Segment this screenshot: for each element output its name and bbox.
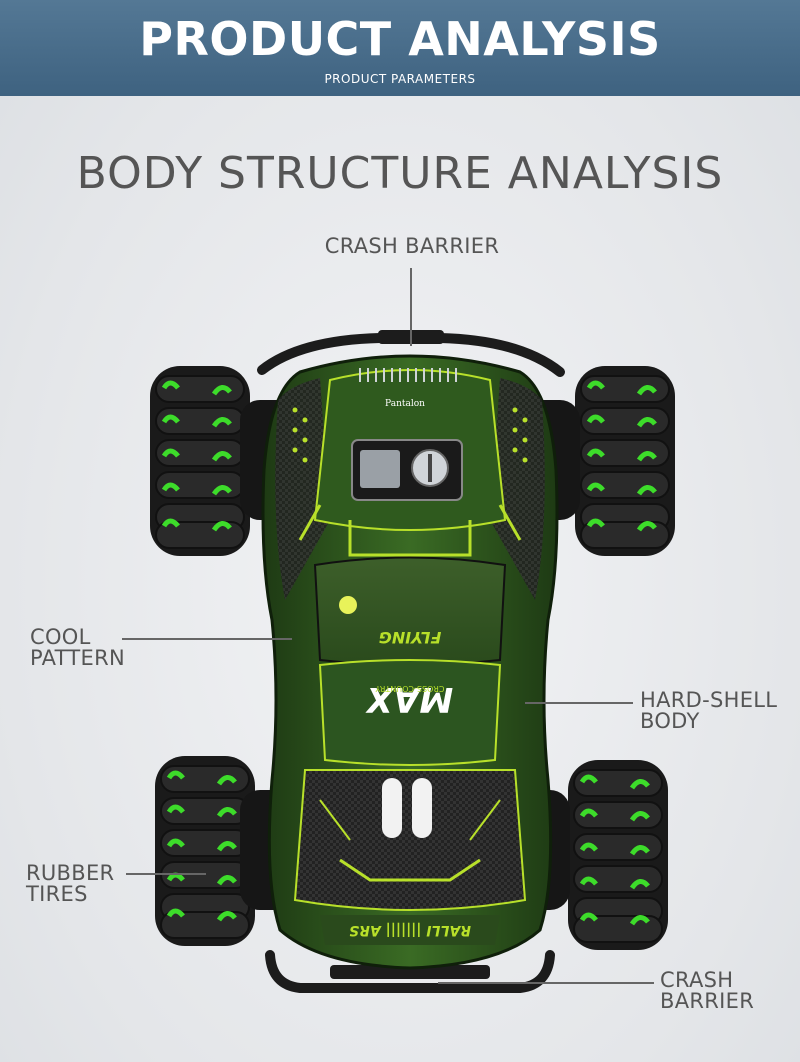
brand-decal: Pantalon [385,399,425,409]
callout-line-rubber-tires [126,873,206,875]
cross-country-decal: CROSS-COUNTRY [375,684,444,693]
flying-decal: FLYING [379,628,442,647]
ars-decal: ARS [349,922,382,938]
callout-line-cool-pattern [122,638,292,640]
callout-line-crash-bottom [438,982,654,984]
section-title: BODY STRUCTURE ANALYSIS [76,148,724,199]
page-subtitle: PRODUCT PARAMETERS [324,72,476,86]
label-rubber-tires: RUBBER TIRES [26,861,115,906]
label-cool-pattern: COOL PATTERN [30,625,126,670]
wheel-front-right [575,366,675,556]
wheel-rear-right [568,760,668,950]
svg-text:RALLI ||||||| ARS: RALLI ||||||| ARS [349,922,471,938]
label-hard-shell-body: HARD-SHELL BODY [640,688,778,733]
rally-decal: RALLI [426,922,471,938]
callout-line-top [410,268,412,346]
max-decal: MAX [365,679,453,719]
label-crash-barrier-bottom: CRASH BARRIER [660,968,755,1013]
label-crash-barrier-top: CRASH BARRIER [324,234,500,258]
wheel-front-left [150,366,250,556]
page-title: PRODUCT ANALYSIS [139,12,661,66]
header-banner: PRODUCT ANALYSIS PRODUCT PARAMETERS [0,0,800,96]
callout-line-hard-shell [525,702,633,704]
